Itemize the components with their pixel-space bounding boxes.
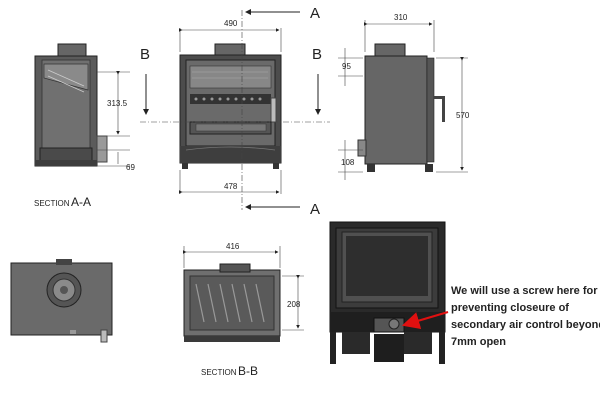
section-b-caption-big: B-B [238,364,258,378]
dim-416: 416 [226,242,240,251]
section-letter-b-left: B [140,46,150,63]
dim-310: 310 [394,13,408,22]
annotation-note: We will use a screw here for preventing … [451,283,600,351]
section-letter-b-right: B [312,46,322,63]
section-a-caption-big: A-A [71,195,91,209]
top-view-drawing [10,259,113,343]
annotation-line-3: secondary air control beyond [451,319,600,331]
annotation-line-4: 7mm open [451,336,507,348]
section-b-caption-small: SECTION [201,368,237,377]
front-view-dimensions [140,9,330,210]
section-letter-a-top: A [310,5,320,22]
section-a-caption-small: SECTION [34,199,70,208]
dim-478: 478 [224,182,238,191]
section-letter-a-bottom: A [310,201,320,218]
side-view-drawing [357,43,445,172]
dim-69: 69 [126,163,135,172]
dim-570: 570 [456,111,470,120]
dim-95: 95 [342,62,351,71]
front-view-drawing [179,43,282,169]
section-a-dimensions [97,71,130,167]
section-b-dimensions [183,246,304,331]
stove-front-render [329,221,446,364]
annotation-arrow [401,310,449,330]
side-view-dimensions [338,20,468,180]
dim-313-5: 313.5 [107,99,128,108]
section-a-a-drawing [34,43,108,167]
annotation-line-2: preventing closeure of [451,302,569,314]
dim-490: 490 [224,19,238,28]
dim-108: 108 [341,158,355,167]
annotation-line-1: We will use a screw here for [451,285,598,297]
dim-208: 208 [287,300,301,309]
section-b-b-drawing [183,263,281,342]
